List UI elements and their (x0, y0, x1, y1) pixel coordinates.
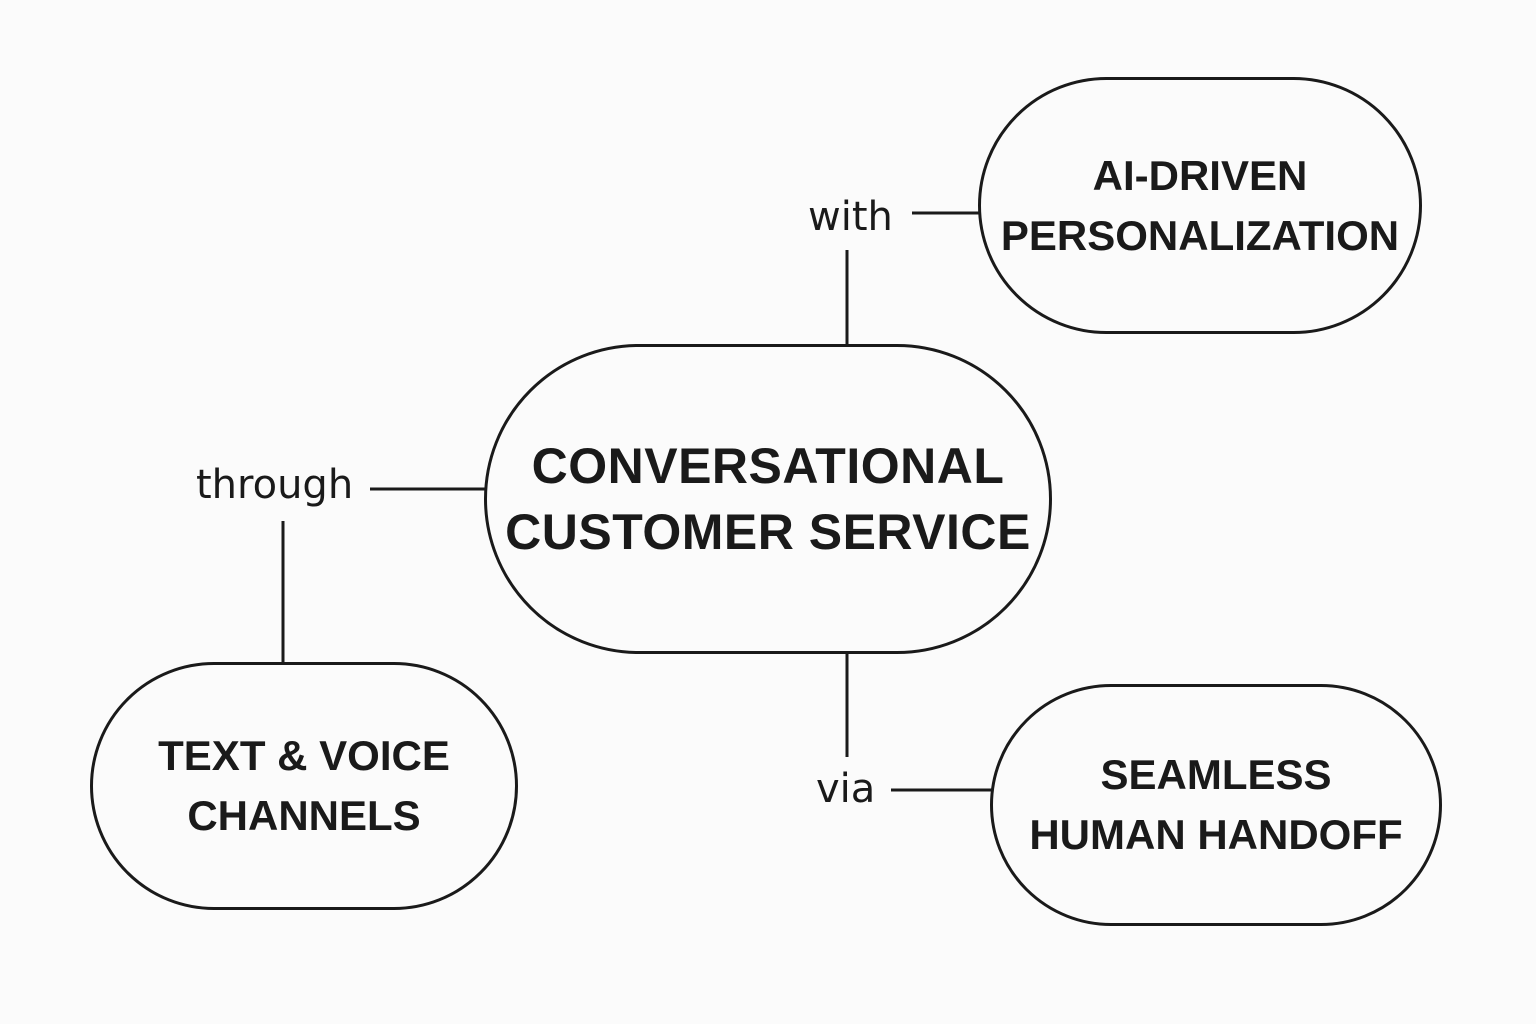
central-concept-line-2: CUSTOMER SERVICE (505, 504, 1031, 560)
central-concept-node: CONVERSATIONAL CUSTOMER SERVICE (484, 344, 1052, 654)
connector-label-through: through (196, 462, 354, 508)
handoff-node-line-2: HUMAN HANDOFF (1029, 811, 1403, 858)
human-handoff-node: SEAMLESS HUMAN HANDOFF (990, 684, 1442, 926)
central-concept-line-1: CONVERSATIONAL (531, 438, 1005, 494)
ai-node-line-1: AI-DRIVEN (1092, 151, 1308, 199)
text-voice-channels-node: TEXT & VOICE CHANNELS (90, 662, 518, 910)
connector-label-via: via (816, 766, 876, 812)
connector-label-with: with (808, 194, 893, 240)
ai-node-line-2: PERSONALIZATION (1000, 211, 1400, 259)
handoff-node-line-1: SEAMLESS (1100, 751, 1332, 798)
channels-node-line-2: CHANNELS (187, 792, 421, 839)
channels-node-line-1: TEXT & VOICE (158, 732, 450, 779)
ai-personalization-node: AI-DRIVEN PERSONALIZATION (978, 77, 1422, 334)
